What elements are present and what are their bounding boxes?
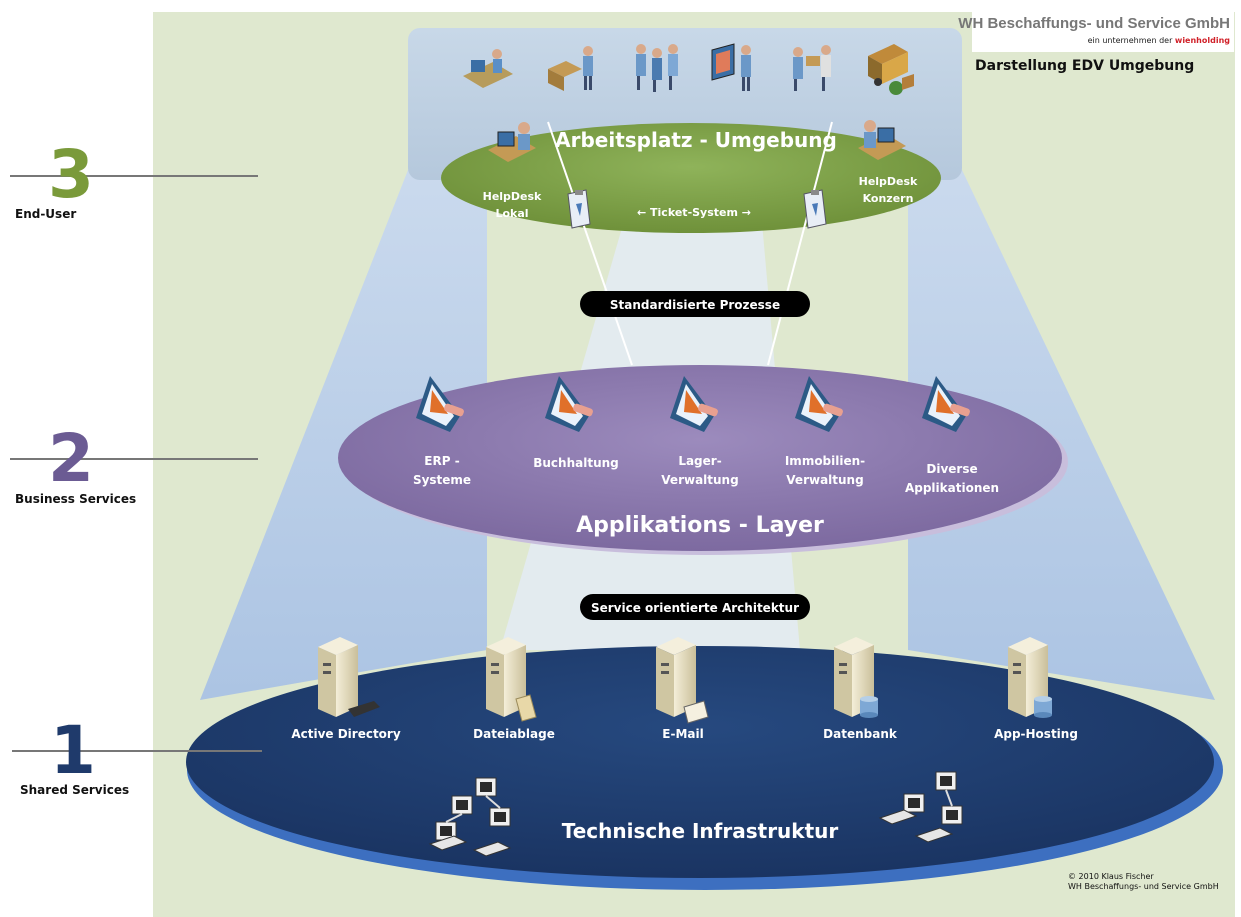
service-label-database: Datenbank (823, 727, 898, 741)
soa-pill (580, 594, 810, 620)
application-layer-title: Applikations - Layer (576, 513, 824, 538)
workstation-user-icon (463, 49, 513, 88)
helpdesk-local-icon (488, 122, 536, 162)
end-user-title: Arbeitsplatz - Umgebung (555, 128, 837, 152)
ticket-system-label: ← Ticket-System → (637, 206, 751, 219)
email-server-icon (656, 637, 709, 724)
level-3-label: End-User (15, 207, 77, 221)
level-3-number: 3 (48, 136, 94, 213)
app-label-line2: Systeme (413, 473, 471, 487)
delivery-truck-icon (868, 44, 914, 95)
level-2-number: 2 (48, 420, 94, 497)
helpdesk-group-line1: HelpDesk (859, 175, 918, 188)
level-1-line (12, 750, 262, 752)
company-logo: WH Beschaffungs- und Service GmbH ein un… (958, 12, 1234, 52)
level-1-label: Shared Services (20, 783, 130, 797)
app-label-line2: Verwaltung (661, 473, 738, 487)
helpdesk-group-line2: Konzern (863, 192, 914, 205)
company-tagline-prefix: ein unternehmen der (1087, 36, 1173, 45)
diagram-subtitle: Darstellung EDV Umgebung (975, 58, 1195, 74)
level-2-line (10, 458, 258, 460)
accounting-app-icon (545, 376, 593, 432)
app-label-line2: Applikationen (905, 481, 999, 495)
company-name: WH Beschaffungs- und Service GmbH (958, 15, 1230, 32)
left-beam (200, 170, 487, 700)
ticket-clipboard-right-icon (803, 189, 827, 229)
app-hosting-server-icon (1008, 637, 1052, 718)
standard-processes-label: Standardisierte Prozesse (610, 298, 780, 312)
company-tagline: ein unternehmen der wienholding (1088, 36, 1230, 45)
network-cluster-right-icon (878, 771, 963, 843)
warehouse-app-icon (670, 376, 718, 432)
ticket-clipboard-left-icon (567, 189, 591, 229)
copyright-line-2: WH Beschaffungs- und Service GmbH (1068, 882, 1219, 891)
soa-label: Service orientierte Architektur (591, 601, 799, 615)
app-label-line1: Buchhaltung (533, 456, 619, 470)
active-directory-server-icon (318, 637, 380, 717)
real-estate-app-icon (795, 376, 843, 432)
app-label-line1: ERP - (424, 454, 459, 468)
level-1-number: 1 (50, 712, 96, 789)
app-label-line1: Diverse (926, 462, 977, 476)
app-label-line2: Verwaltung (786, 473, 863, 487)
helpdesk-local-line1: HelpDesk (483, 190, 542, 203)
level-2-label: Business Services (15, 492, 137, 506)
misc-apps-icon (922, 376, 970, 432)
copyright-line-1: © 2010 Klaus Fischer (1068, 872, 1154, 881)
erp-app-icon (416, 376, 464, 432)
helpdesk-local-line2: Lokal (495, 207, 528, 220)
app-label-line1: Immobilien- (785, 454, 865, 468)
company-tagline-brand: wienholding (1174, 36, 1230, 45)
package-handler-icon (548, 46, 593, 91)
network-cluster-left-icon (428, 777, 512, 857)
helpdesk-group-icon (858, 120, 906, 160)
file-storage-server-icon (486, 637, 537, 722)
service-label-file-storage: Dateiablage (473, 727, 555, 741)
copyright-notice: © 2010 Klaus Fischer WH Beschaffungs- un… (1068, 872, 1219, 892)
presenter-icon (711, 43, 751, 91)
meeting-icon (793, 45, 831, 91)
infrastructure-title: Technische Infrastruktur (562, 819, 839, 843)
right-beam (908, 170, 1215, 700)
group-of-people-icon (636, 44, 678, 92)
level-3-line (10, 175, 258, 177)
application-layer-ellipse (338, 365, 1062, 551)
database-server-icon (834, 637, 878, 718)
service-label-active-directory: Active Directory (291, 727, 401, 741)
service-label-email: E-Mail (662, 727, 703, 741)
app-label-line1: Lager- (678, 454, 721, 468)
service-label-app-hosting: App-Hosting (994, 727, 1078, 741)
standard-processes-pill (580, 291, 810, 317)
